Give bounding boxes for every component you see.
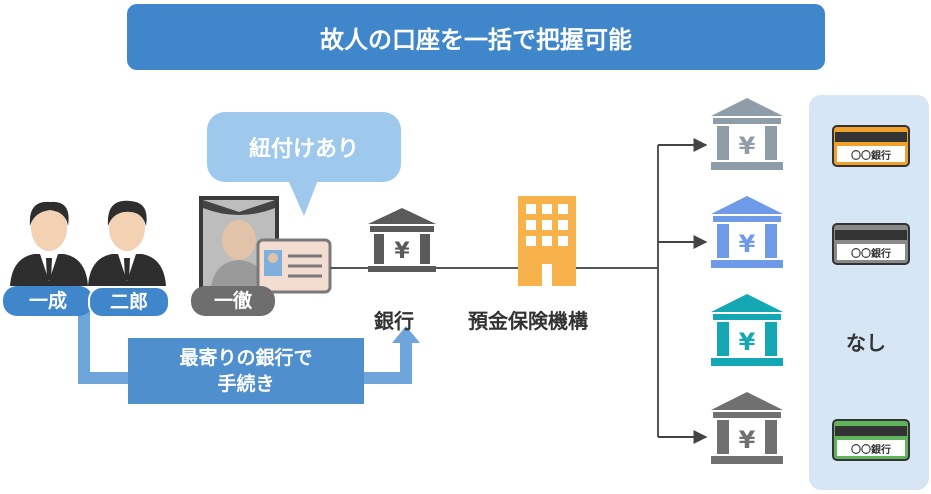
person-heir2-icon <box>88 200 166 286</box>
bank-icon: ¥ <box>368 208 436 272</box>
bank-card-icon: 〇〇銀行 <box>832 223 910 265</box>
id-card-icon <box>256 238 332 294</box>
name-deceased: 一徹 <box>191 286 275 316</box>
bank-branch-icon: ¥ <box>711 98 783 170</box>
yen-symbol: ¥ <box>739 230 756 258</box>
name-heir2: 二郎 <box>88 286 170 318</box>
bubble-tail <box>288 180 318 216</box>
bank-card-icon: 〇〇銀行 <box>832 419 910 461</box>
bank-branch-icon: ¥ <box>711 392 783 464</box>
bank-card-icon: 〇〇銀行 <box>832 125 910 167</box>
name-heir1: 一成 <box>3 286 93 316</box>
linked-bubble: 紐付けあり <box>207 112 401 182</box>
procedure-box: 最寄りの銀行で 手続き <box>128 338 364 404</box>
card-label: 〇〇銀行 <box>851 443 891 456</box>
card-label: 〇〇銀行 <box>851 247 891 260</box>
procedure-line2: 手続き <box>217 373 275 395</box>
card-label: 〇〇銀行 <box>851 149 891 162</box>
yen-symbol: ¥ <box>739 328 756 356</box>
yen-symbol: ¥ <box>739 132 756 160</box>
person-heir1-icon <box>10 201 88 286</box>
office-building-icon <box>518 196 576 286</box>
deposit-insurance-label: 預金保険機構 <box>468 309 588 333</box>
procedure-line1: 最寄りの銀行で <box>179 347 313 369</box>
bank-branch-icon: ¥ <box>711 294 783 366</box>
no-account-label: なし <box>846 331 886 355</box>
bank-branch-icon: ¥ <box>711 196 783 268</box>
page-title: 故人の口座を一括で把握可能 <box>127 4 825 70</box>
svg-text:¥: ¥ <box>394 239 410 264</box>
yen-symbol: ¥ <box>739 426 756 454</box>
bank-label: 銀行 <box>374 309 414 333</box>
